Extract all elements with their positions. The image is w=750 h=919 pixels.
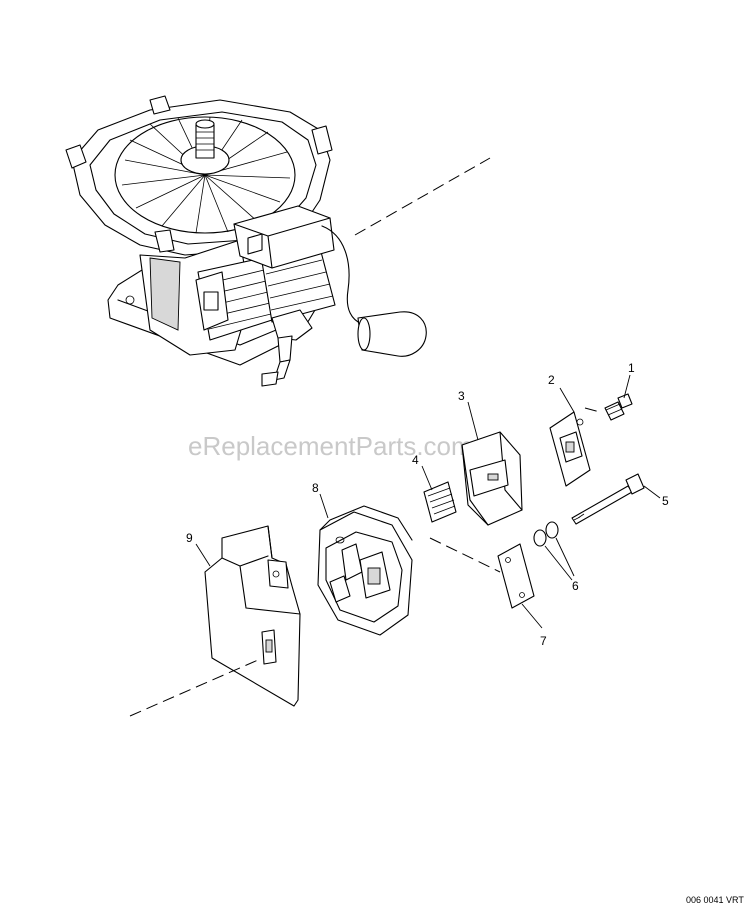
callout-4: 4: [412, 453, 419, 467]
callout-9: 9: [186, 531, 193, 545]
callout-6: 6: [572, 579, 579, 593]
callout-8: 8: [312, 481, 319, 495]
spark-plug: [261, 309, 313, 387]
part-1-screw: 1: [604, 361, 635, 421]
part-4-gasket: 4: [412, 453, 457, 523]
part-2-plate: 2: [548, 373, 601, 487]
part-3-bracket: 3: [458, 389, 523, 526]
engine-assembly: [65, 95, 491, 387]
flywheel: [114, 116, 296, 234]
part-6-washers: 6: [533, 521, 579, 593]
callout-2: 2: [548, 373, 555, 387]
diagram-code: 006 0041 VRT: [686, 895, 744, 905]
callout-1: 1: [628, 361, 635, 375]
watermark: eReplacementParts.com: [188, 431, 473, 461]
callout-3: 3: [458, 389, 465, 403]
callout-5: 5: [662, 494, 669, 508]
callout-7: 7: [540, 634, 547, 648]
part-7-plate: 7: [429, 537, 547, 648]
spark-plug-boot: [357, 311, 427, 357]
part-9-heat-shield: 9: [129, 525, 301, 717]
part-5-bolt: 5: [571, 473, 669, 525]
ignition-module: [233, 205, 335, 269]
part-8-muffler: 8: [312, 481, 413, 636]
